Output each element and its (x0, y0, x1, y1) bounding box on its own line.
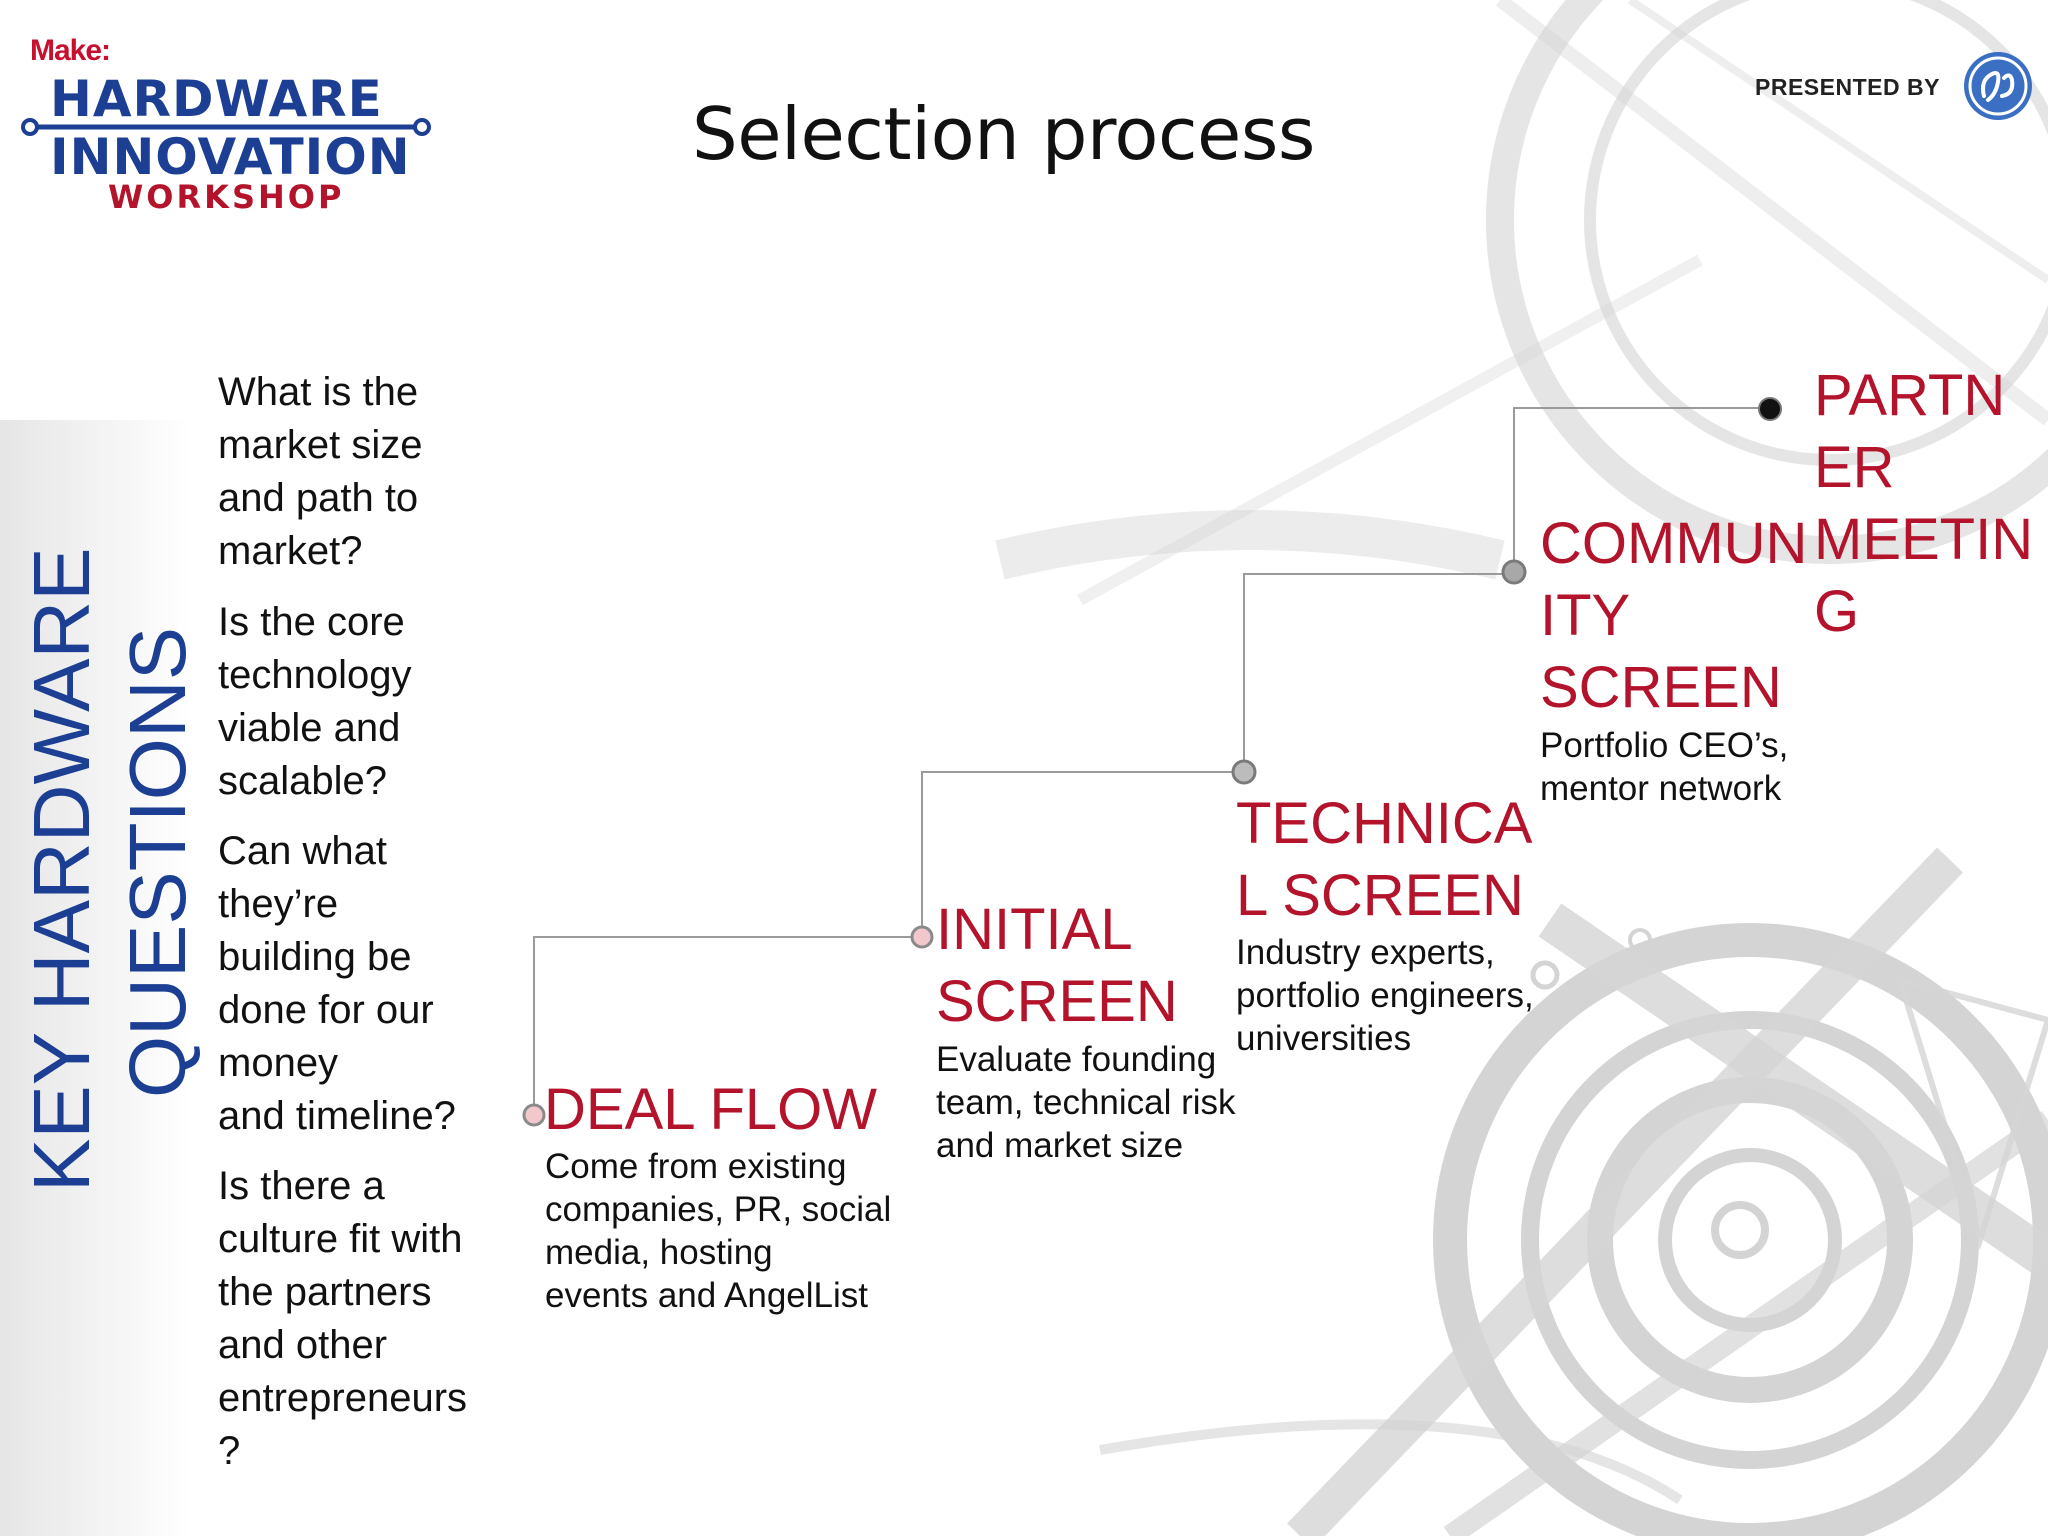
stage-desc-community-screen: Portfolio CEO’s,mentor network (1540, 726, 1789, 808)
stage-marker-deal-flow (522, 1103, 546, 1127)
stage-marker-initial-screen (910, 925, 934, 949)
ge-logo-icon (1964, 52, 2032, 120)
stage-title-deal-flow: DEAL FLOW (544, 1077, 878, 1142)
logo-rule-ornament (21, 118, 431, 136)
stage-desc-technical-screen: Industry experts,portfolio engineers,uni… (1236, 933, 1534, 1058)
logo-hardware: HARDWARE (50, 70, 383, 128)
logo-workshop: WORKSHOP (108, 178, 345, 216)
make-logo-text: Make: (30, 34, 111, 67)
logo-innovation: INNOVATION (50, 128, 411, 186)
page-title: Selection process (692, 92, 1315, 176)
presented-by-label: PRESENTED BY (1755, 74, 1940, 100)
stage-marker-community-screen (1501, 559, 1527, 585)
stage-marker-technical-screen (1231, 759, 1257, 785)
stage-marker-partner-meeting (1758, 397, 1782, 421)
